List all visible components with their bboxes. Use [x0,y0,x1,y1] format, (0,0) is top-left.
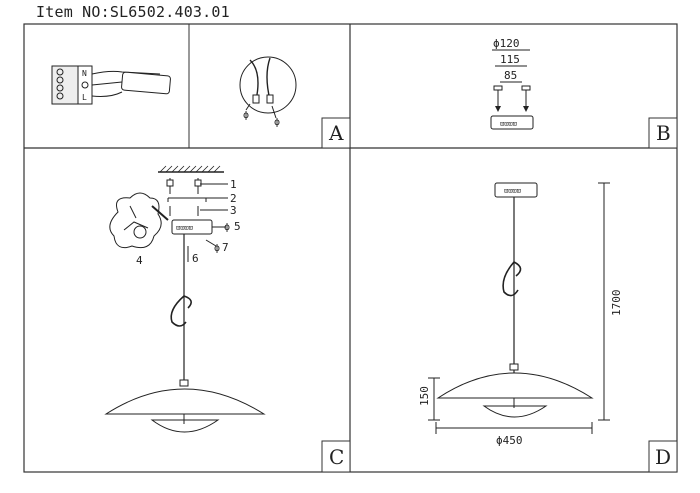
panel-b-corner-box [648,117,678,149]
panel-d-letter: D [655,445,671,469]
callout-2: 2 [230,192,237,205]
dim-115: 115 [500,53,520,66]
panel-b: ϕ120 115 85 ⊡⊡⊡⊡ B [490,37,678,149]
callout-6: 6 [192,252,199,265]
callout-1: 1 [230,178,237,191]
dim-150: 150 [418,386,431,406]
diffuser-d-drawing [482,405,548,418]
diffuser-drawing [150,419,220,433]
dim-85: 85 [504,69,517,82]
canopy-drawing [490,115,534,130]
canopy-d-drawing [494,182,538,198]
callout-4: 4 [136,254,143,267]
panel-a-letter: A [328,121,344,145]
wiring-detail-drawing [109,192,169,249]
panel-a-corner-box [321,117,351,149]
svg-text:⊡⊡⊡⊡: ⊡⊡⊡⊡ [176,224,193,232]
panel-c-corner-box [321,440,351,473]
dim-450: ϕ450 [496,434,523,447]
svg-text:ϕ: ϕ [243,110,249,121]
callout-3: 3 [230,204,237,217]
item-number-title: Item NO:SL6502.403.01 [36,3,230,21]
dim-1700: 1700 [610,290,623,317]
panel-a: N L ϕ ϕ A [51,56,351,149]
terminal-block-drawing: N L [51,65,171,105]
svg-text:L: L [82,93,87,102]
svg-text:ϕ: ϕ [214,243,220,254]
callout-7: 7 [222,241,229,254]
panel-d: ⊡⊡⊡⊡ 1700 150 ϕ450 D [418,182,678,473]
svg-text:⊡⊡⊡⊡: ⊡⊡⊡⊡ [500,120,517,128]
panel-d-corner-box [648,440,678,473]
shade-drawing [104,388,266,415]
shade-d-drawing [436,372,594,399]
wire-detail-drawing: ϕ ϕ [239,56,297,128]
callout-5: 5 [234,220,241,233]
panel-c: 1 2 3 4 ⊡⊡⊡⊡ ϕ 5 ϕ 7 6 C [104,165,351,473]
panel-b-letter: B [656,121,671,145]
svg-text:ϕ: ϕ [224,222,230,233]
svg-text:ϕ: ϕ [274,117,280,128]
dim-120: ϕ120 [493,37,520,50]
svg-text:⊡⊡⊡⊡: ⊡⊡⊡⊡ [504,187,521,195]
panel-c-letter: C [329,445,344,469]
svg-text:N: N [82,69,87,78]
